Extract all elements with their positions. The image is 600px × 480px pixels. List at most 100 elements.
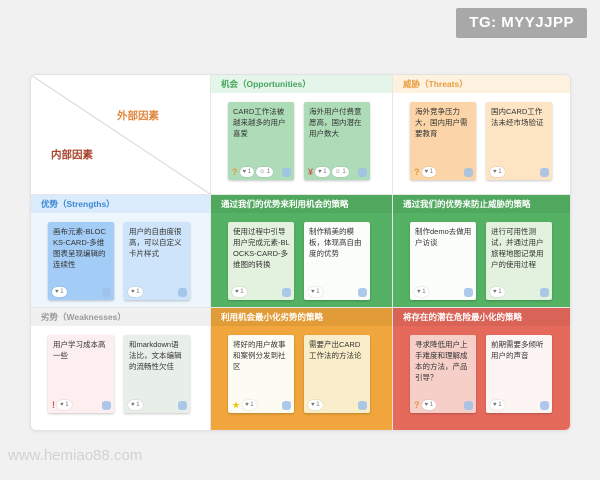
sticky-note[interactable]: 进行可用性测试，并通过用户旅程地图记录用户的使用过程 ♥ 1 (486, 222, 552, 300)
wo-strategy-cell: 利用机会最小化劣势的策略 将好的用户故事和案例分发到社区 ★ ♥ 1 需要产出C… (211, 308, 392, 430)
st-strategy-title: 通过我们的优势来防止威胁的策略 (393, 195, 570, 213)
reaction-chip[interactable]: ♥ 1 (308, 287, 323, 297)
sticky-note[interactable]: 用户学习成本高一些 ! ♥ 1 (48, 335, 114, 413)
sticky-note[interactable]: CARD工作法被越来越多的用户喜爱 ? ♥ 1 ☺ 1 (228, 102, 294, 180)
notes-area: 将好的用户故事和案例分发到社区 ★ ♥ 1 需要产出CARD工作法的方法论 ♥ … (211, 326, 392, 413)
wt-strategy-cell: 将存在的潜在危险最小化的策略 寻求降低用户上手难度和理解成本的方法，产品引导？ … (393, 308, 570, 430)
sticky-note[interactable]: 画布元素-BLOCKS-CARD-多维图表呈现编辑的连续性 ♥ 1 (48, 222, 114, 300)
reaction-chip[interactable]: ♥ 1 (421, 167, 437, 177)
reaction-chip[interactable]: ☺ 1 (331, 167, 349, 177)
notes-area: 使用过程中引导用户完成元素-BLOCKS-CARD-多维图的转换 ♥ 1 制作精… (211, 213, 392, 300)
note-footer: ♥ 1 (490, 400, 549, 410)
note-text: CARD工作法被越来越多的用户喜爱 (233, 107, 286, 138)
note-footer: ♥ 1 (128, 287, 187, 297)
swot-board: 外部因素 内部因素 机会（Opportunities） CARD工作法被越来越多… (30, 74, 571, 431)
weaknesses-cell: 劣势（Weaknesses） 用户学习成本高一些 ! ♥ 1 和markdown… (31, 308, 210, 430)
notes-area: CARD工作法被越来越多的用户喜爱 ? ♥ 1 ☺ 1 海外用户付费意愿高，国内… (211, 93, 392, 180)
sticky-note[interactable]: 和markdown语法比，文本编辑的流畅性欠佳 ♥ 1 (124, 335, 190, 413)
threats-cell: 威胁（Threats） 海外竞争压力大，国内用户需要教育 ? ♥ 1 国内CAR… (393, 75, 570, 194)
weaknesses-title: 劣势（Weaknesses） (31, 308, 210, 326)
exclamation-icon: ! (52, 399, 55, 410)
notes-area: 画布元素-BLOCKS-CARD-多维图表呈现编辑的连续性 ♥ 1 用户的自由度… (31, 213, 210, 300)
reaction-chip[interactable]: ♥ 1 (242, 400, 257, 410)
sticky-note[interactable]: 用户的自由度很高，可以自定义卡片样式 ♥ 1 (124, 222, 190, 300)
author-avatar (540, 400, 549, 410)
note-text: 使用过程中引导用户完成元素-BLOCKS-CARD-多维图的转换 (233, 227, 290, 269)
sticky-note[interactable]: 寻求降低用户上手难度和理解成本的方法，产品引导？ ? ♥ 1 (410, 335, 476, 413)
notes-area: 海外竞争压力大，国内用户需要教育 ? ♥ 1 国内CARD工作法未经市场验证 ♥… (393, 93, 570, 180)
swot-grid: 外部因素 内部因素 机会（Opportunities） CARD工作法被越来越多… (31, 75, 570, 430)
note-text: 将好的用户故事和案例分发到社区 (233, 340, 286, 371)
note-text: 制作demo去做用户访谈 (415, 227, 472, 247)
sticky-note[interactable]: 国内CARD工作法未经市场验证 ♥ 1 (486, 102, 552, 180)
reaction-chip[interactable]: ♥ 1 (421, 400, 437, 410)
reaction-chip[interactable]: ♥ 1 (490, 167, 505, 177)
opportunities-title: 机会（Opportunities） (211, 75, 392, 93)
strengths-cell: 优势（Strengths） 画布元素-BLOCKS-CARD-多维图表呈现编辑的… (31, 195, 210, 307)
reaction-chip[interactable]: ♥ 1 (128, 287, 143, 297)
reaction-chip[interactable]: ♥ 1 (239, 167, 255, 177)
external-factors-label: 外部因素 (117, 110, 159, 122)
author-avatar (358, 167, 367, 177)
sticky-note[interactable]: 海外用户付费意愿高，国内潜在用户数大 ¥ ♥ 1 ☺ 1 (304, 102, 370, 180)
note-text: 用户的自由度很高，可以自定义卡片样式 (129, 227, 182, 258)
note-footer: ? ♥ 1 ☺ 1 (232, 167, 291, 177)
reaction-chip[interactable]: ♥ 1 (308, 400, 323, 410)
notes-area: 用户学习成本高一些 ! ♥ 1 和markdown语法比，文本编辑的流畅性欠佳 … (31, 326, 210, 413)
threats-title: 威胁（Threats） (393, 75, 570, 93)
note-text: 和markdown语法比，文本编辑的流畅性欠佳 (129, 340, 182, 371)
note-footer: ! ♥ 1 (52, 400, 111, 410)
question-icon: ? (232, 166, 238, 177)
reaction-chip[interactable]: ♥ 1 (57, 400, 72, 410)
opportunities-cell: 机会（Opportunities） CARD工作法被越来越多的用户喜爱 ? ♥ … (211, 75, 392, 194)
axis-corner-cell: 外部因素 内部因素 (31, 75, 210, 194)
note-footer: ? ♥ 1 (414, 400, 473, 410)
reaction-chip[interactable]: ♥ 1 (315, 167, 330, 177)
sticky-note[interactable]: 将好的用户故事和案例分发到社区 ★ ♥ 1 (228, 335, 294, 413)
note-footer: ♥ 1 (128, 400, 187, 410)
so-strategy-cell: 通过我们的优势来利用机会的策略 使用过程中引导用户完成元素-BLOCKS-CAR… (211, 195, 392, 307)
reaction-chip[interactable]: ♥ 1 (128, 400, 143, 410)
note-text: 海外用户付费意愿高，国内潜在用户数大 (309, 107, 362, 138)
sticky-note[interactable]: 海外竞争压力大，国内用户需要教育 ? ♥ 1 (410, 102, 476, 180)
author-avatar (282, 167, 291, 177)
strengths-title: 优势（Strengths） (31, 195, 210, 213)
note-footer: ¥ ♥ 1 ☺ 1 (308, 167, 367, 177)
money-icon: ¥ (308, 166, 314, 177)
note-text: 前期需要多倾听用户的声音 (491, 340, 544, 360)
reaction-chip[interactable]: ♥ 1 (490, 287, 505, 297)
note-footer: ♥ 1 (308, 287, 367, 297)
sticky-note[interactable]: 制作精美的模板，体现高自由度的优势 ♥ 1 (304, 222, 370, 300)
note-text: 画布元素-BLOCKS-CARD-多维图表呈现编辑的连续性 (53, 227, 106, 269)
so-strategy-title: 通过我们的优势来利用机会的策略 (211, 195, 392, 213)
reaction-chip[interactable]: ☺ 1 (256, 167, 274, 177)
note-footer: ♥ 1 (490, 167, 549, 177)
author-avatar (282, 287, 291, 297)
author-avatar (358, 287, 367, 297)
reaction-chip[interactable]: ♥ 1 (490, 400, 505, 410)
author-avatar (540, 167, 549, 177)
reaction-chip[interactable]: ♥ 1 (232, 287, 247, 297)
reaction-chip[interactable]: ♥ 1 (414, 287, 429, 297)
question-icon: ? (414, 166, 420, 177)
watermark: www.hemiao88.com (8, 447, 143, 464)
note-footer: ♥ 1 (232, 287, 291, 297)
sticky-note[interactable]: 前期需要多倾听用户的声音 ♥ 1 (486, 335, 552, 413)
notes-area: 制作demo去做用户访谈 ♥ 1 进行可用性测试，并通过用户旅程地图记录用户的使… (393, 213, 570, 300)
notes-area: 寻求降低用户上手难度和理解成本的方法，产品引导？ ? ♥ 1 前期需要多倾听用户… (393, 326, 570, 413)
sticky-note[interactable]: 制作demo去做用户访谈 ♥ 1 (410, 222, 476, 300)
question-icon: ? (414, 399, 420, 410)
sticky-note[interactable]: 使用过程中引导用户完成元素-BLOCKS-CARD-多维图的转换 ♥ 1 (228, 222, 294, 300)
author-avatar (358, 400, 367, 410)
author-avatar (282, 400, 291, 410)
author-avatar (178, 400, 187, 410)
reaction-chip[interactable]: ♥ 1 (52, 287, 67, 297)
sticky-note[interactable]: 需要产出CARD工作法的方法论 ♥ 1 (304, 335, 370, 413)
note-text: 需要产出CARD工作法的方法论 (309, 340, 362, 360)
note-footer: ♥ 1 (490, 287, 549, 297)
note-footer: ★ ♥ 1 (232, 400, 291, 410)
note-text: 用户学习成本高一些 (53, 340, 106, 360)
author-avatar (178, 287, 187, 297)
author-avatar (102, 287, 111, 297)
author-avatar (464, 287, 473, 297)
